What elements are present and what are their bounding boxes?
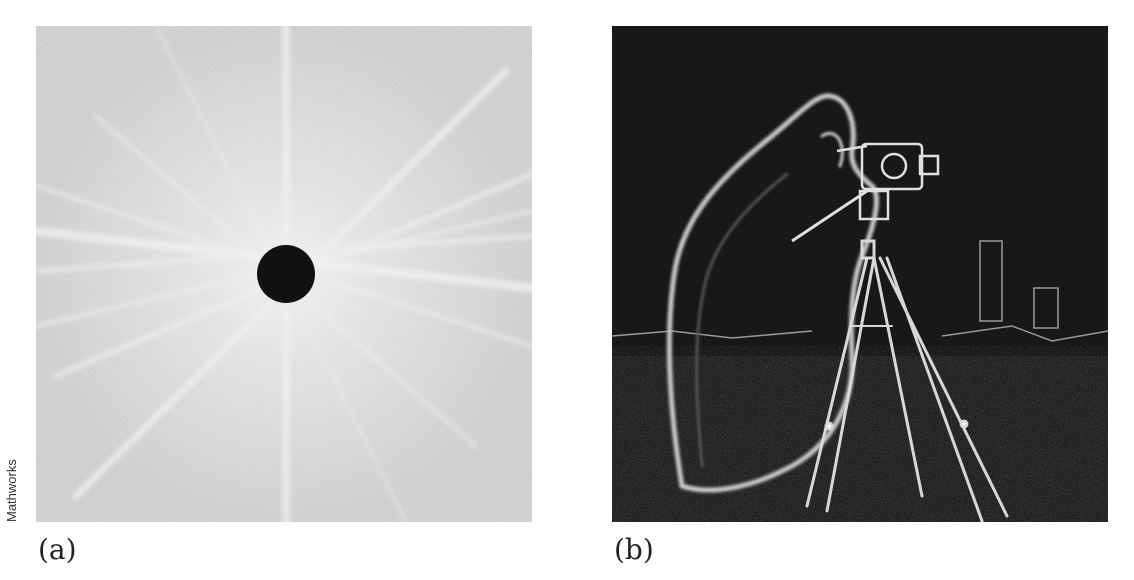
filtered-svg — [612, 26, 1108, 522]
camera-edges — [791, 142, 940, 243]
horizon-edges — [612, 240, 1108, 342]
image-credit: Mathworks — [4, 459, 19, 522]
caption-a: (a) — [38, 533, 77, 566]
filtered-cameraman-image — [612, 26, 1108, 522]
ground-texture — [612, 346, 1108, 522]
tripod-edges — [805, 239, 1009, 522]
caption-b: (b) — [614, 533, 654, 566]
spectrum-svg — [36, 26, 532, 522]
fourier-spectrum-image — [36, 26, 532, 522]
dc-mask-disc — [257, 245, 315, 303]
